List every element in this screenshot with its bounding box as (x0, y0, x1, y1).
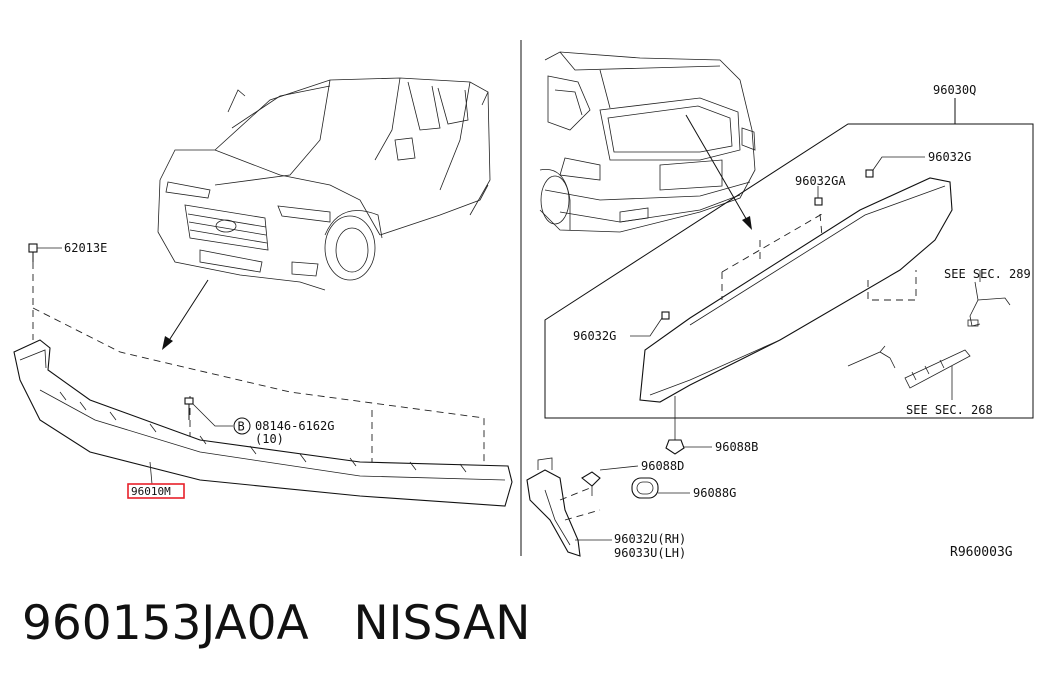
front-spoiler-part (13, 339, 513, 507)
front-vehicle-illustration (157, 77, 491, 291)
clip-96088D: 96088D (581, 459, 684, 496)
label-see-sec-289: SEE SEC. 289 (944, 267, 1031, 281)
part-number-caption: 960153JA0A NISSAN (22, 596, 531, 651)
part-96010M-callout[interactable]: 96010M (127, 483, 185, 499)
label-08146-6162G: 08146-6162G (255, 419, 334, 433)
front-guide-lines (32, 262, 485, 465)
clip-62013E: 62013E (28, 241, 107, 262)
label-bolt-qty: (10) (255, 432, 284, 446)
front-arrow (162, 279, 209, 350)
label-96033U-LH: 96033U(LH) (614, 546, 686, 560)
seal-96088G: 96088G (631, 477, 736, 500)
label-62013E: 62013E (64, 241, 107, 255)
label-96088D: 96088D (641, 459, 684, 473)
rear-spoiler-part (639, 177, 953, 403)
spoiler-assembly-frame (544, 98, 1034, 419)
bolt-symbol: B (238, 420, 245, 434)
bolt-08146-6162G: B 08146-6162G (10) (184, 397, 334, 446)
label-96032U-RH: 96032U(RH) (614, 532, 686, 546)
label-96032GA: 96032GA (795, 174, 846, 188)
label-96010M: 96010M (131, 485, 171, 498)
nut-96088B: 96088B (665, 396, 758, 455)
rear-arrow (685, 114, 752, 230)
rear-vehicle-illustration (539, 51, 756, 233)
clip-96032G-left: 96032G (573, 311, 670, 343)
side-moulding-part: 96032U(RH) 96033U(LH) (526, 457, 686, 560)
clip-96032G-top: 96032G (865, 150, 971, 178)
clip-96032GA: 96032GA (795, 174, 846, 206)
label-96032G-left: 96032G (573, 329, 616, 343)
label-96088G: 96088G (693, 486, 736, 500)
wire-harness (847, 345, 971, 400)
label-96030Q: 96030Q (933, 83, 976, 97)
label-96032G-top: 96032G (928, 150, 971, 164)
see-sec-289: SEE SEC. 289 (944, 267, 1031, 327)
label-see-sec-268: SEE SEC. 268 (906, 403, 993, 417)
label-96088B: 96088B (715, 440, 758, 454)
highlight-box (127, 483, 185, 499)
diagram-ref-code: R960003G (950, 545, 1013, 560)
